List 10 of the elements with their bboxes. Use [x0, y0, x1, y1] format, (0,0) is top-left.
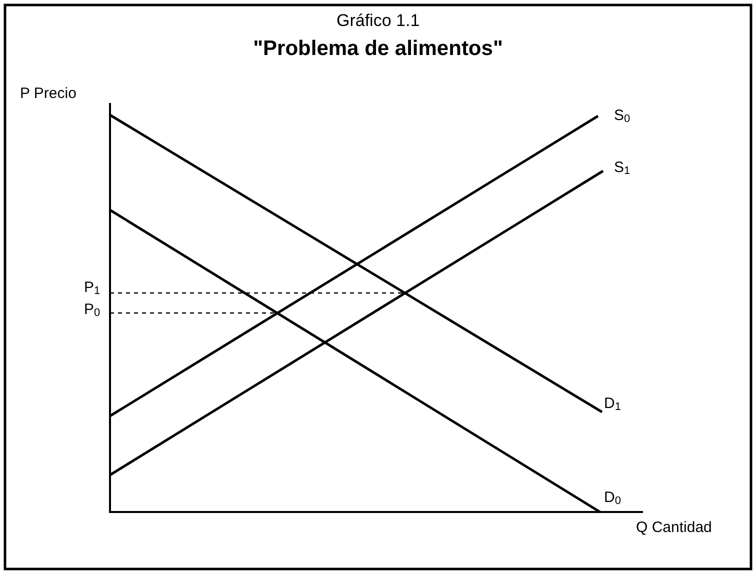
chart-title: "Problema de alimentos": [252, 38, 504, 59]
axis-label: Q Cantidad: [636, 520, 712, 535]
curve-label: S$_{0}$: [614, 108, 630, 125]
tick-label: P$_{0}$: [84, 302, 100, 319]
curve-label: D$_{0}$: [604, 490, 621, 507]
chart-subtitle: Gráfico 1.1: [336, 12, 420, 29]
curve-label: D$_{1}$: [604, 396, 621, 413]
axis-label: P Precio: [20, 86, 76, 101]
tick-label: P$_{1}$: [84, 280, 100, 297]
curve-label: S$_{1}$: [614, 160, 630, 177]
